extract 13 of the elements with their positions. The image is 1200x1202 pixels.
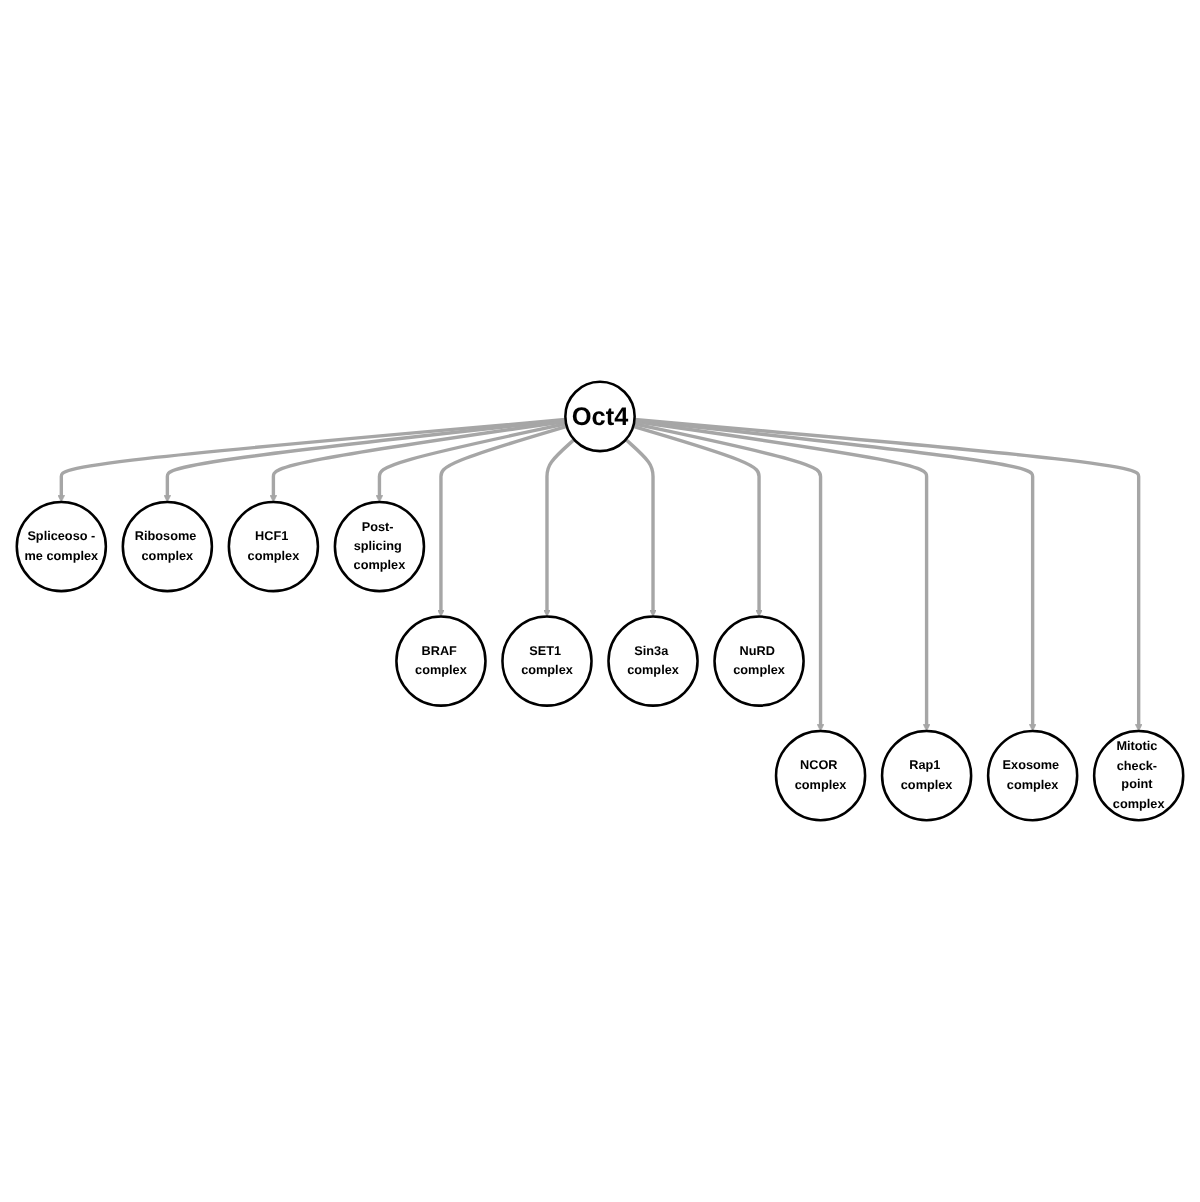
arrow	[632, 424, 763, 617]
arrow	[269, 419, 566, 503]
arrow	[633, 422, 825, 732]
arrow	[437, 424, 568, 617]
arrow	[634, 417, 1143, 732]
arrow	[543, 438, 576, 617]
arrow	[163, 418, 566, 503]
arrow	[375, 422, 567, 503]
arrow	[624, 438, 657, 617]
arrow	[57, 417, 566, 503]
node-circle: Oct4	[564, 380, 636, 453]
arrow	[634, 418, 1037, 732]
arrow	[634, 419, 931, 732]
